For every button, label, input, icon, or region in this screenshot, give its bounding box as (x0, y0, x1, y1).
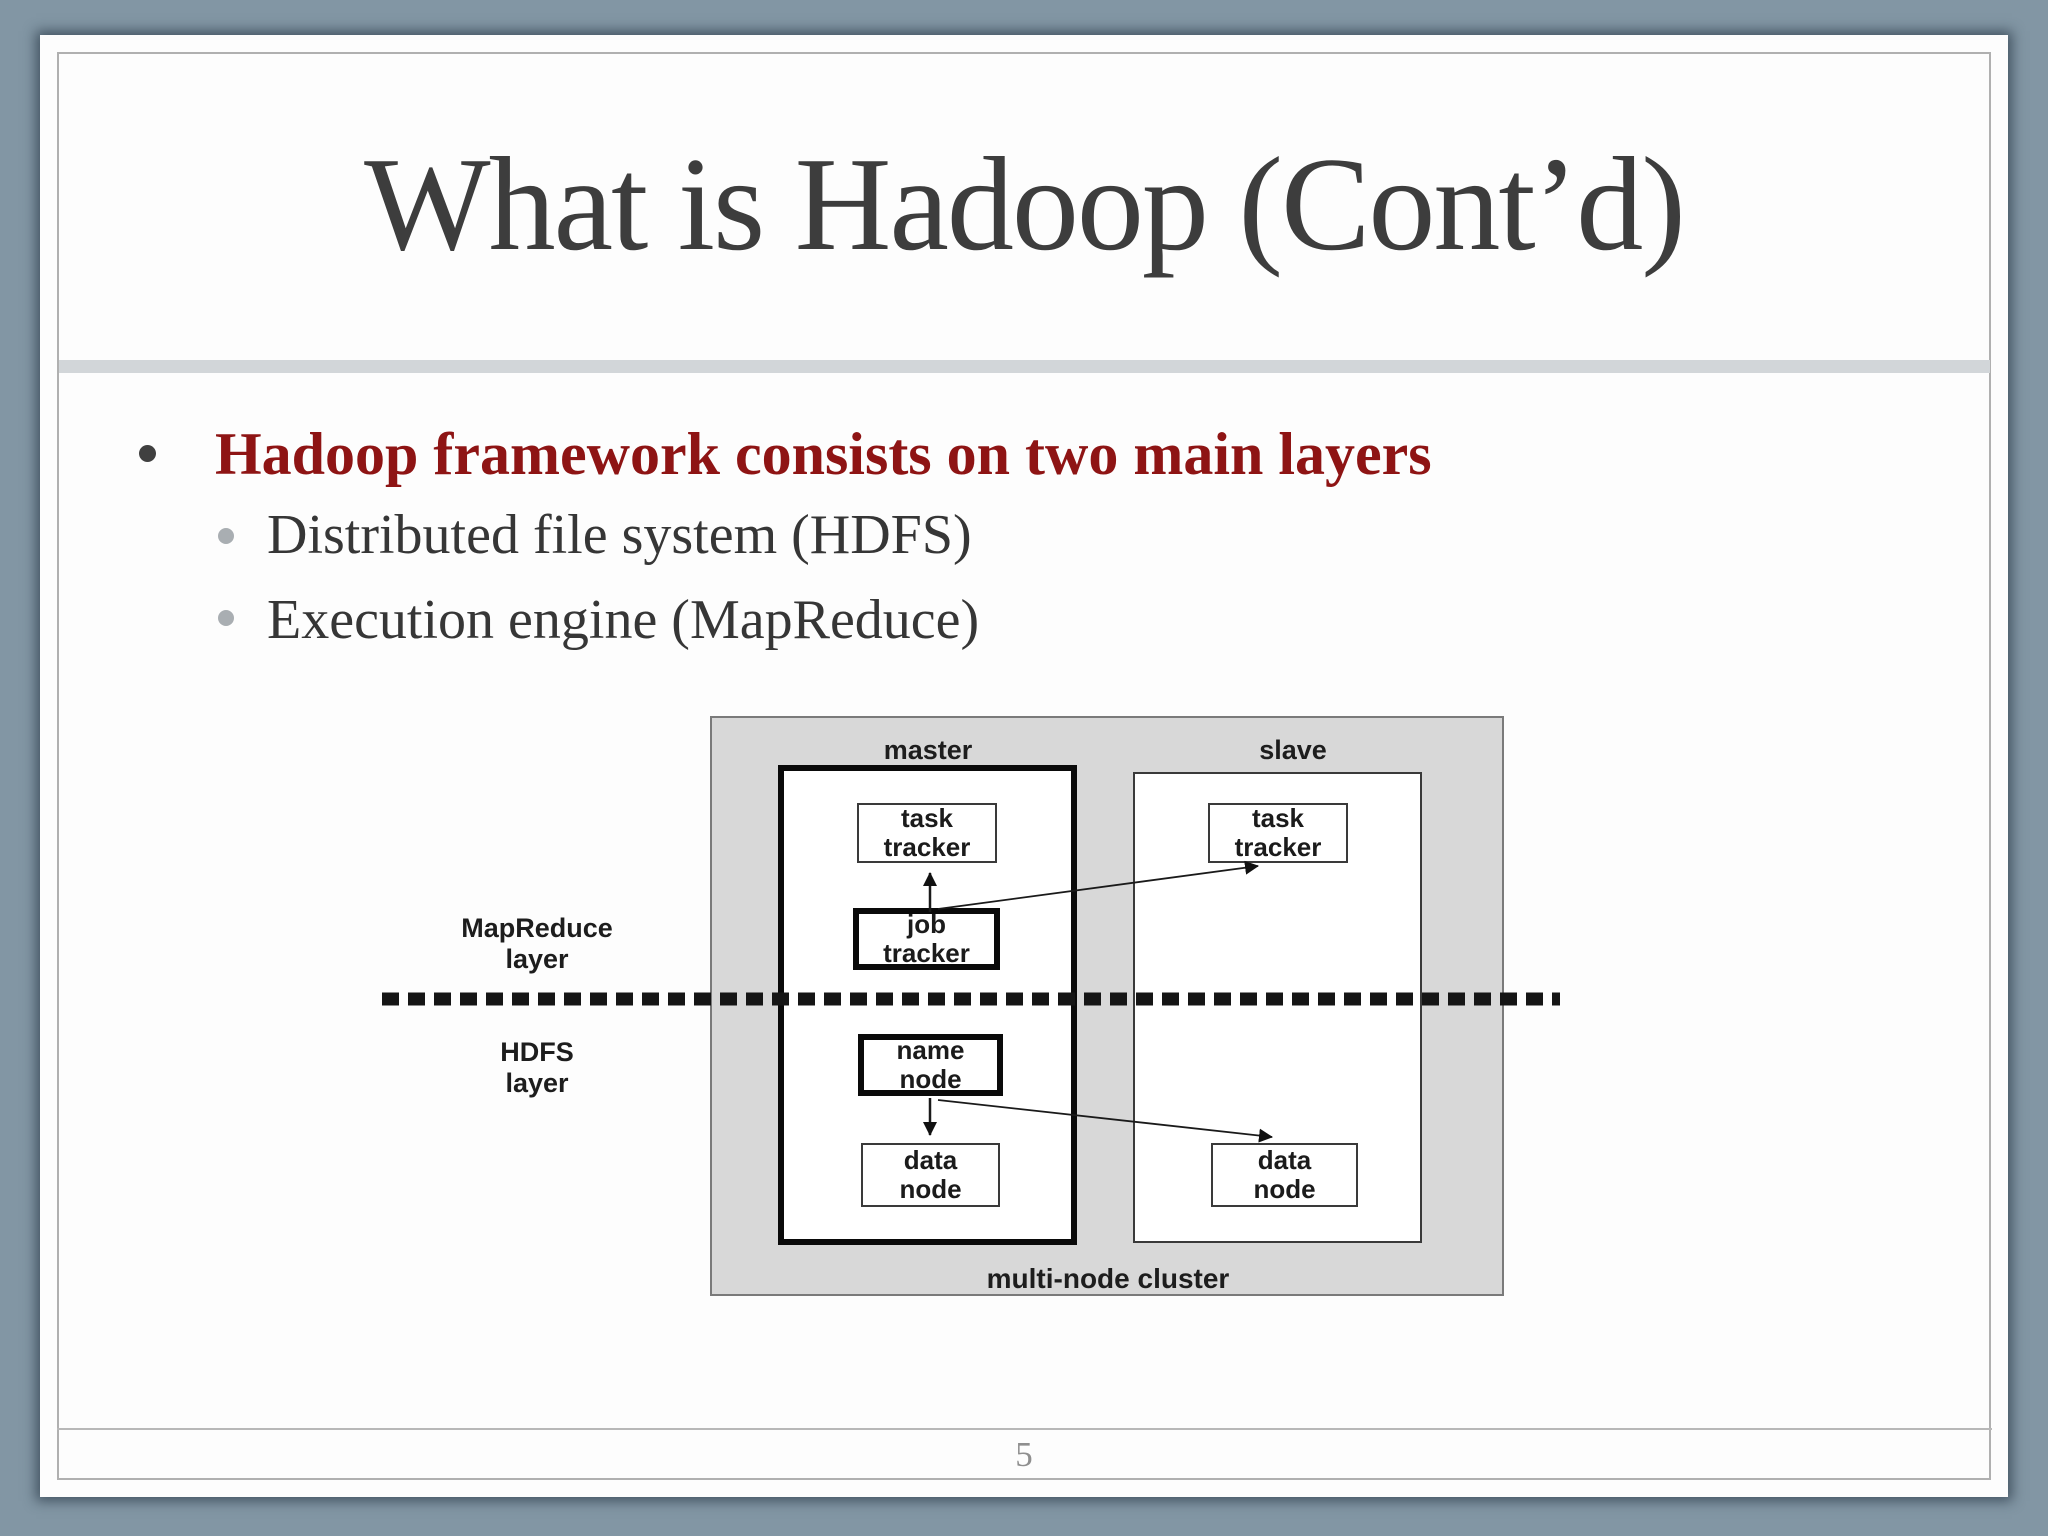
slide-inner-border (57, 52, 1991, 1480)
node-label-line: tracker (1234, 832, 1322, 862)
layer-label-line: MapReduce (461, 913, 613, 943)
node-label-line: task (900, 803, 954, 833)
node-label-line: tracker (883, 832, 971, 862)
page-number: 5 (1015, 1435, 1033, 1474)
slide-title: What is Hadoop (Cont’d) (364, 130, 1686, 278)
node-label-line: node (899, 1064, 962, 1094)
node-label-line: node (899, 1174, 962, 1204)
bullet-icon (139, 445, 156, 462)
diagram-master-label: master (883, 735, 973, 765)
node-label-line: name (896, 1035, 965, 1065)
sub-bullet-icon (218, 528, 234, 544)
layer-label-line: layer (505, 944, 569, 974)
diagram-node-slave-data-node: data node (1211, 1143, 1358, 1207)
node-label-line: data (903, 1145, 958, 1175)
diagram-node-master-task-tracker: task tracker (857, 803, 997, 863)
node-label-line: task (1251, 803, 1305, 833)
bullet-heading: Hadoop framework consists on two main la… (215, 421, 1432, 487)
sub-bullet-icon (218, 610, 234, 626)
diagram-mapreduce-layer-label: MapReduce layer (437, 913, 637, 975)
slide-canvas: What is Hadoop (Cont’d) Hadoop framework… (40, 35, 2008, 1497)
layer-label-line: layer (505, 1068, 569, 1098)
diagram-node-master-data-node: data node (861, 1143, 1000, 1207)
node-label-line: node (1253, 1174, 1316, 1204)
title-divider-band (59, 360, 1990, 373)
diagram-node-name-node: name node (858, 1034, 1003, 1096)
diagram-node-job-tracker: job tracker (853, 908, 1000, 970)
sub-bullet-hdfs: Distributed file system (HDFS) (267, 504, 972, 566)
diagram-cluster-caption: multi-node cluster (986, 1263, 1230, 1294)
diagram-hdfs-layer-label: HDFS layer (437, 1037, 637, 1099)
node-label-line: data (1257, 1145, 1312, 1175)
footer-divider-line (57, 1428, 1992, 1430)
diagram-slave-label: slave (1259, 735, 1327, 765)
layer-label-line: HDFS (500, 1037, 574, 1067)
node-label-line: tracker (883, 938, 970, 968)
node-label-line: job (907, 909, 946, 939)
diagram-node-slave-task-tracker: task tracker (1208, 803, 1348, 863)
sub-bullet-mapreduce: Execution engine (MapReduce) (267, 589, 980, 651)
